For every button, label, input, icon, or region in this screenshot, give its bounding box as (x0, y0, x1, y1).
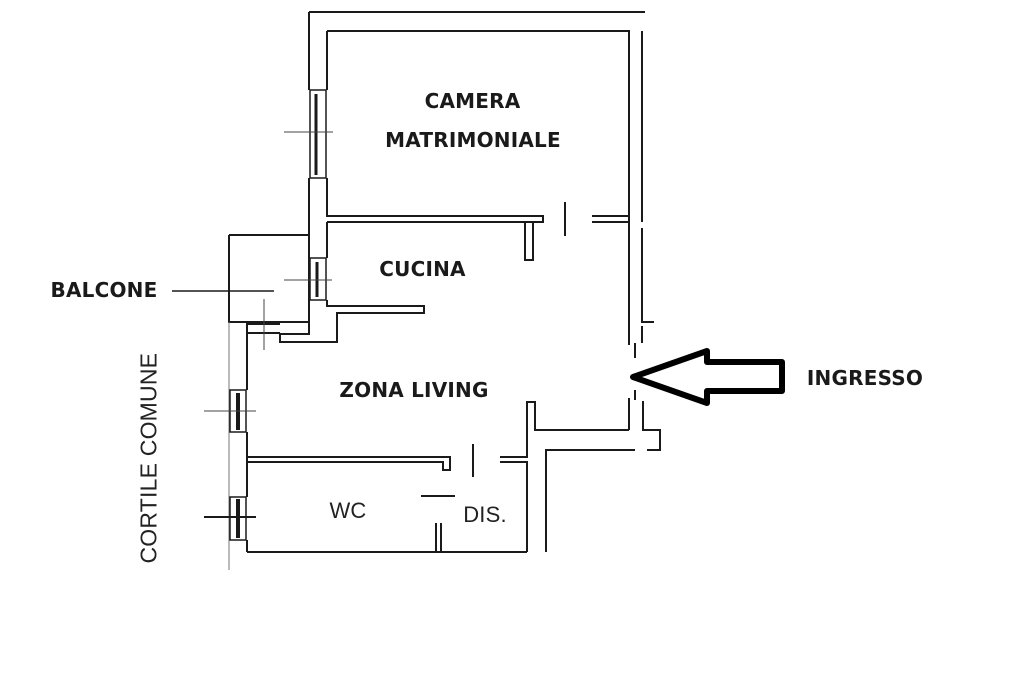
room-label-matrimoniale: MATRIMONIALE (385, 128, 561, 152)
balcone (228, 234, 309, 323)
room-label-cucina: CUCINA (379, 257, 466, 281)
room-label-camera: CAMERA (424, 89, 521, 113)
window-wc (229, 496, 247, 541)
window-camera (309, 89, 327, 179)
label-balcone: BALCONE (50, 278, 158, 302)
label-cortile-comune: CORTILE COMUNE (135, 352, 162, 564)
wall-wc-dis (421, 495, 455, 552)
label-ingresso: INGRESSO (806, 366, 924, 390)
room-label-wc: WC (329, 498, 367, 523)
arrow-left-icon (630, 348, 785, 406)
wall-kitchen-outer (280, 235, 310, 335)
room-label-dis: DIS. (463, 502, 507, 527)
wall-cucina-top (327, 216, 629, 223)
room-label-zona-living: ZONA LIVING (339, 378, 489, 402)
wall-camera (326, 30, 630, 217)
wall-stair (545, 401, 661, 552)
wall-right-outer (641, 31, 654, 343)
wall-living-bottom (247, 456, 451, 471)
window-cucina (309, 257, 327, 301)
wall-cucina-left (279, 222, 425, 343)
wall-cucina-stub (524, 222, 534, 261)
wall-dis-right (500, 401, 629, 552)
